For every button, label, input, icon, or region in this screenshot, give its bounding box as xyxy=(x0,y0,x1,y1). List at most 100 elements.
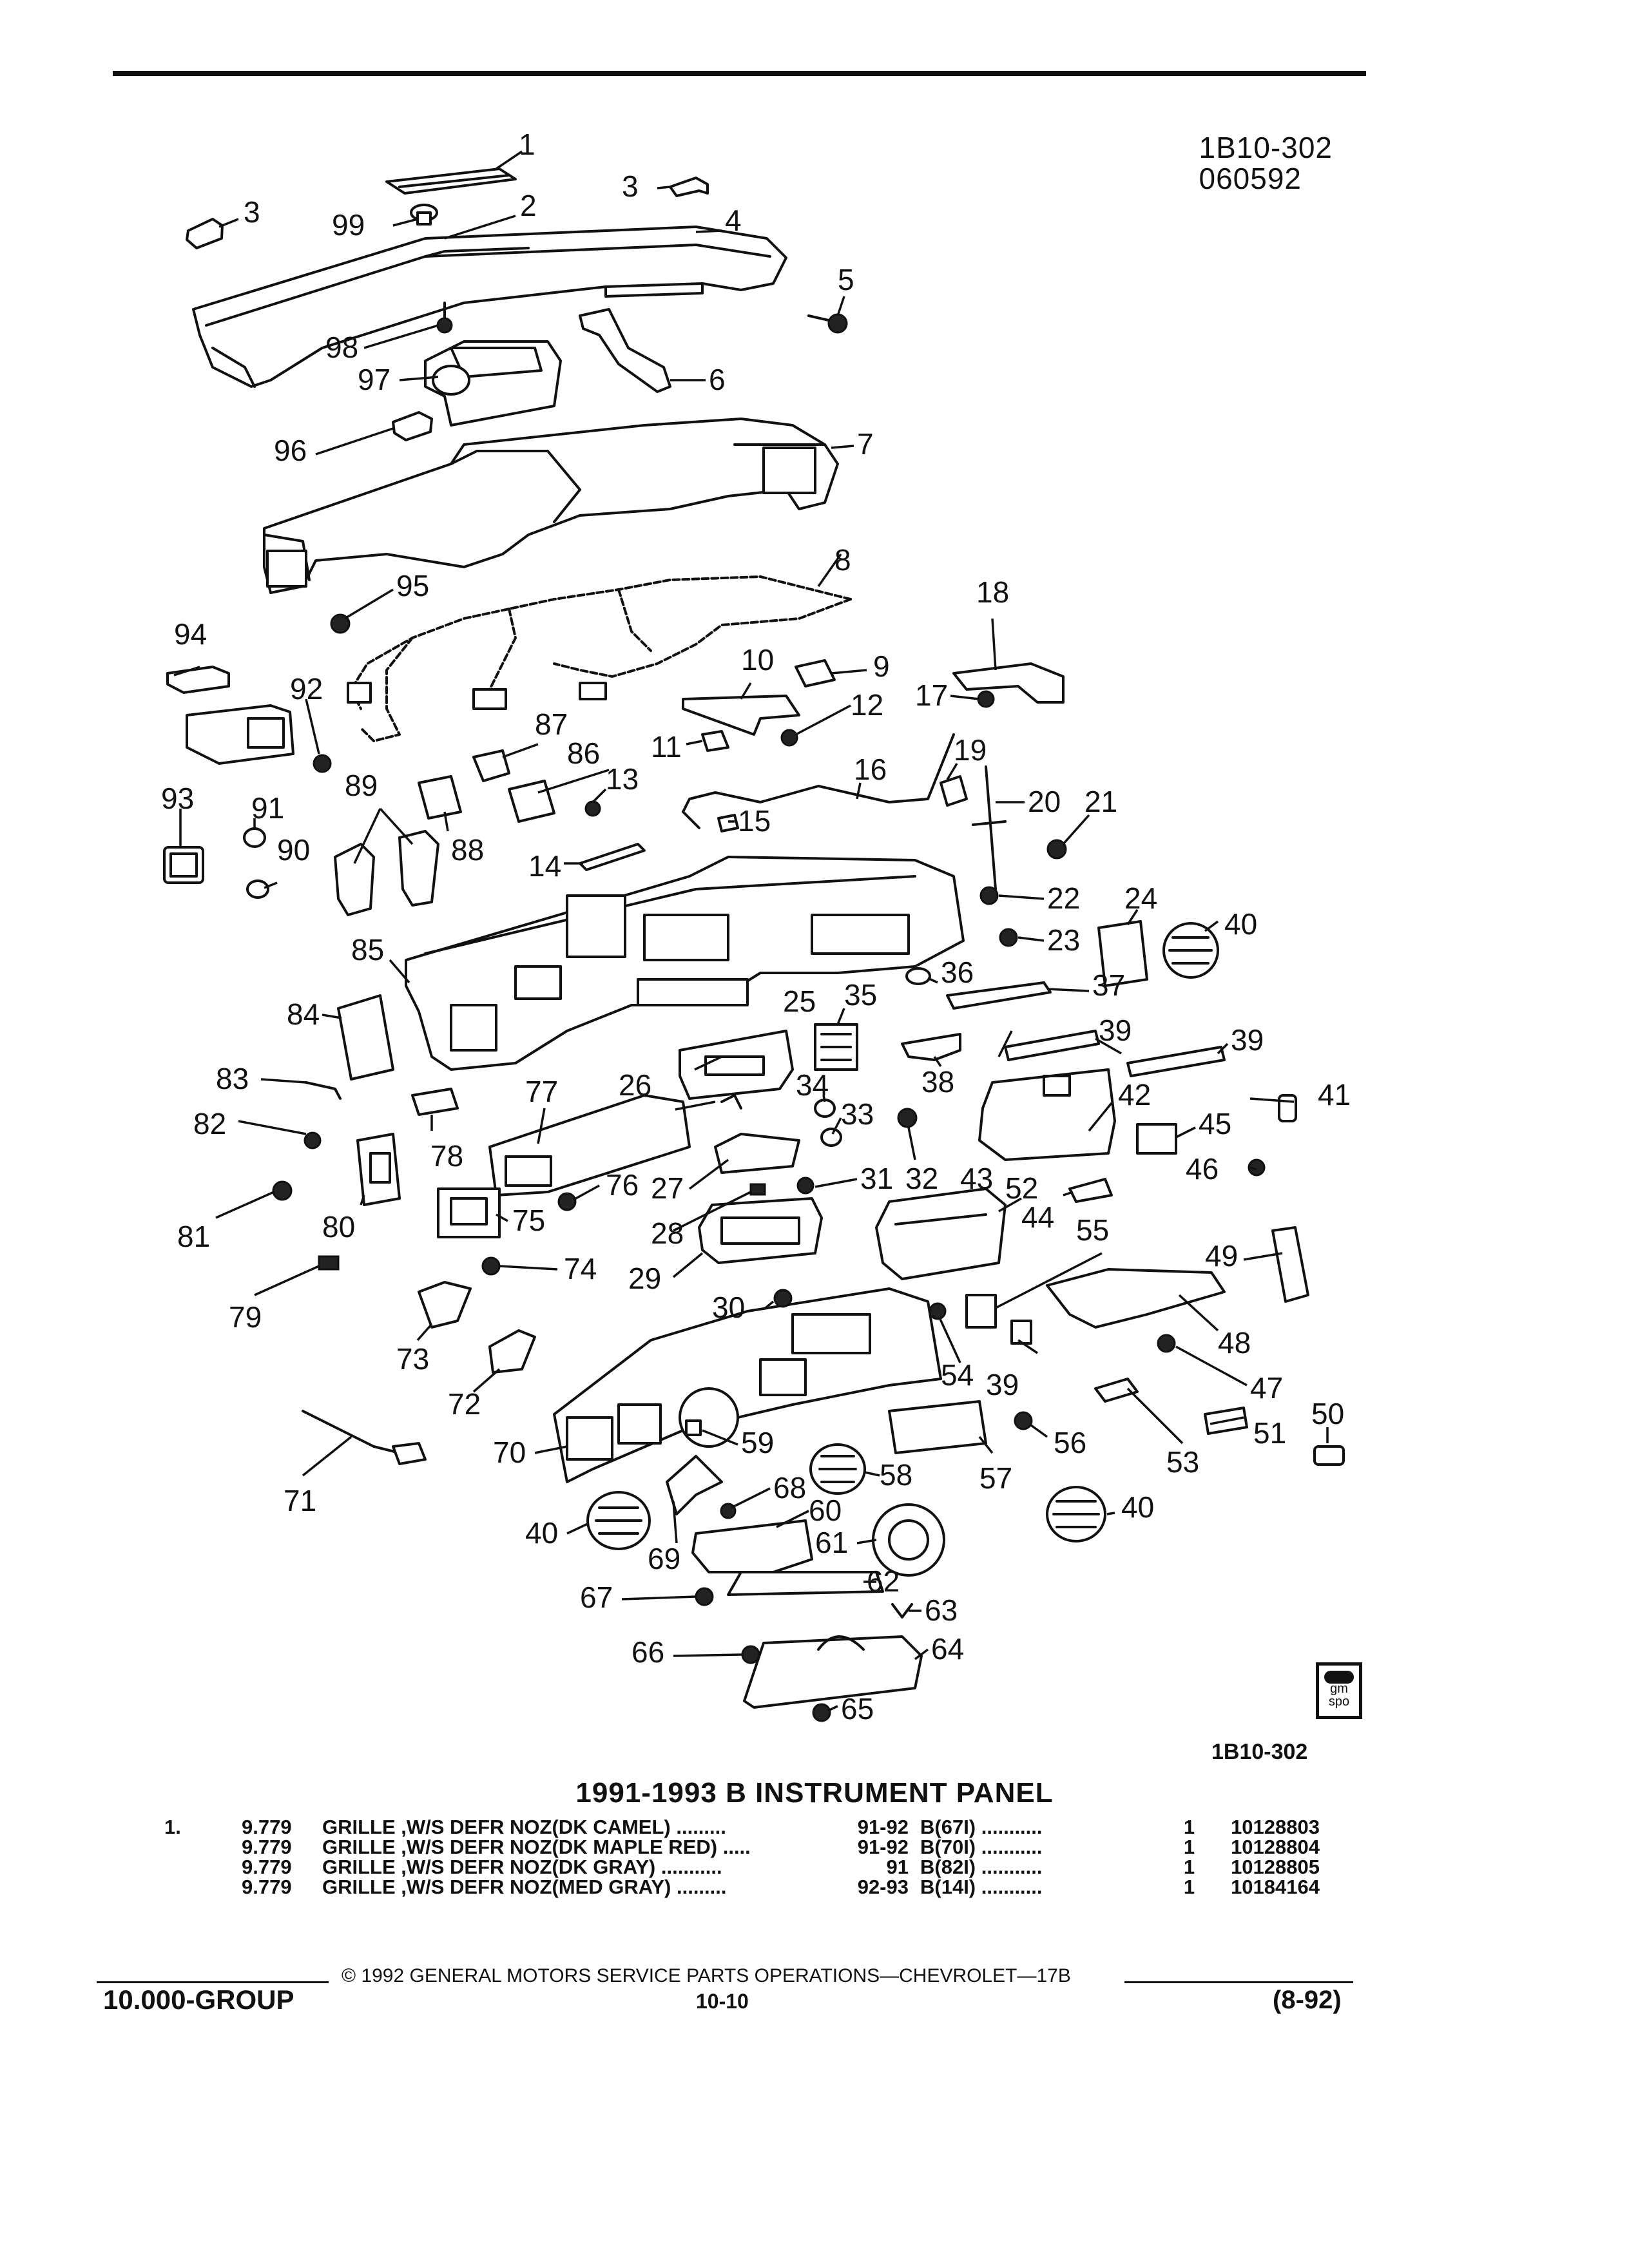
part-79-connector xyxy=(318,1255,340,1271)
reference-block: 1B10-302 060592 xyxy=(1199,132,1333,194)
callout-49: 49 xyxy=(1205,1239,1238,1273)
callout-11: 11 xyxy=(651,730,682,764)
part-description: GRILLE ,W/S DEFR NOZ(DK CAMEL) ......... xyxy=(322,1816,726,1838)
leader-lines xyxy=(173,150,1329,1712)
callout-92: 92 xyxy=(290,672,323,706)
callout-39-lower: 39 xyxy=(986,1368,1019,1401)
part-73-bracket xyxy=(418,1281,472,1329)
part-70-cluster-bezel xyxy=(553,1287,942,1483)
part-10-rod xyxy=(682,695,800,736)
part-69-bracket xyxy=(666,1455,723,1515)
callout-93: 93 xyxy=(161,782,194,815)
part-95-screw xyxy=(330,613,351,634)
model-years: 91-92 xyxy=(857,1836,909,1858)
part-97-defroster-duct xyxy=(424,340,562,427)
part-description: GRILLE ,W/S DEFR NOZ(DK MAPLE RED) ..... xyxy=(322,1836,751,1858)
part-33-knob xyxy=(820,1128,842,1147)
part-46-bolt xyxy=(1248,1158,1266,1177)
callout-30: 30 xyxy=(712,1291,745,1324)
callout-77: 77 xyxy=(525,1075,558,1108)
part-62-cover xyxy=(727,1571,884,1596)
group-number: 9.779 xyxy=(242,1856,292,1878)
item-number xyxy=(164,1877,242,1897)
part-20-brace xyxy=(972,765,1007,890)
callout-16: 16 xyxy=(854,753,887,786)
part-71-cable xyxy=(302,1410,427,1465)
top-rule xyxy=(113,71,1366,76)
callout-83: 83 xyxy=(216,1062,249,1095)
part-38-bracket xyxy=(901,1033,961,1061)
part-description: GRILLE ,W/S DEFR NOZ(MED GRAY) ......... xyxy=(322,1876,727,1898)
part-4-upper-pad xyxy=(192,226,787,388)
part-11-nut xyxy=(701,730,729,752)
callout-35: 35 xyxy=(844,978,877,1012)
callout-labels: 1 2 3 3 4 5 6 7 8 9 10 11 12 13 14 15 16… xyxy=(161,128,1351,1725)
callout-40-right: 40 xyxy=(1121,1490,1154,1524)
item-number: 1. xyxy=(164,1816,181,1838)
part-3-clip-right xyxy=(669,177,709,197)
part-47-bolt xyxy=(1157,1334,1176,1353)
group-number: 9.779 xyxy=(242,1876,292,1898)
callout-47: 47 xyxy=(1250,1371,1283,1405)
callout-55: 55 xyxy=(1076,1213,1109,1247)
callout-31: 31 xyxy=(860,1162,893,1195)
quantity: 1 xyxy=(1183,1836,1195,1858)
part-21-bolt xyxy=(1046,839,1067,860)
part-65-bolt xyxy=(812,1703,831,1722)
callout-22: 22 xyxy=(1047,881,1080,915)
part-3-clip-left xyxy=(186,218,224,249)
part-number: 10128803 xyxy=(1231,1816,1320,1838)
callout-51: 51 xyxy=(1253,1416,1286,1450)
callout-99: 99 xyxy=(332,208,365,242)
option-code: B(70I) ........... xyxy=(920,1836,1043,1858)
callout-44: 44 xyxy=(1021,1200,1054,1234)
model-years: 91 xyxy=(886,1856,909,1878)
callout-39-right: 39 xyxy=(1231,1023,1264,1057)
part-84-panel xyxy=(337,994,394,1081)
part-30-bolt xyxy=(773,1289,793,1308)
quantity: 1 xyxy=(1183,1816,1195,1838)
callout-56: 56 xyxy=(1054,1426,1086,1459)
part-98-fastener xyxy=(436,302,453,334)
part-56-bolt xyxy=(1014,1411,1033,1430)
group-number: 9.779 xyxy=(242,1836,292,1858)
callout-95: 95 xyxy=(396,569,429,602)
part-39-lamp xyxy=(1010,1320,1032,1345)
callout-89: 89 xyxy=(345,769,378,802)
table-row: 9.779 GRILLE ,W/S DEFR NOZ(DK GRAY) ....… xyxy=(164,1857,1320,1877)
part-44-latch xyxy=(1068,1178,1113,1203)
part-39-nameplate-upper xyxy=(1004,1030,1100,1061)
part-80-bracket xyxy=(356,1133,401,1206)
part-32-bolt xyxy=(897,1108,918,1128)
callout-33: 33 xyxy=(841,1097,874,1131)
part-85-instrument-panel-carrier xyxy=(405,856,965,1071)
callout-62: 62 xyxy=(867,1564,900,1598)
callout-52: 52 xyxy=(1005,1171,1038,1205)
part-25-radio xyxy=(679,1030,794,1100)
callout-24: 24 xyxy=(1124,881,1157,915)
table-row: 1. 9.779 GRILLE ,W/S DEFR NOZ(DK CAMEL) … xyxy=(164,1817,1320,1837)
group-label: 10.000-GROUP xyxy=(103,1984,294,2015)
part-24-vent-housing xyxy=(1097,920,1148,987)
part-91-knob xyxy=(243,827,266,848)
part-86-switch xyxy=(508,780,555,823)
quantity: 1 xyxy=(1183,1856,1195,1878)
callout-91: 91 xyxy=(251,791,284,825)
callout-66: 66 xyxy=(631,1635,664,1669)
callout-50: 50 xyxy=(1311,1397,1344,1430)
part-78-switch xyxy=(411,1088,459,1116)
part-34-knob xyxy=(814,1099,836,1118)
callout-10: 10 xyxy=(741,643,774,677)
callout-59: 59 xyxy=(741,1426,774,1459)
part-19-clip xyxy=(940,775,968,807)
callout-90: 90 xyxy=(277,833,310,867)
part-81-bolt xyxy=(272,1180,293,1201)
part-94-cover xyxy=(166,666,230,694)
part-53-lamp-socket xyxy=(1094,1378,1139,1403)
part-63-clip xyxy=(891,1603,913,1619)
callout-13: 13 xyxy=(606,762,639,796)
part-16-cable xyxy=(682,733,955,832)
table-row: 9.779 GRILLE ,W/S DEFR NOZ(DK MAPLE RED)… xyxy=(164,1837,1320,1857)
callout-12: 12 xyxy=(851,688,883,722)
part-27-bracket xyxy=(714,1133,800,1174)
